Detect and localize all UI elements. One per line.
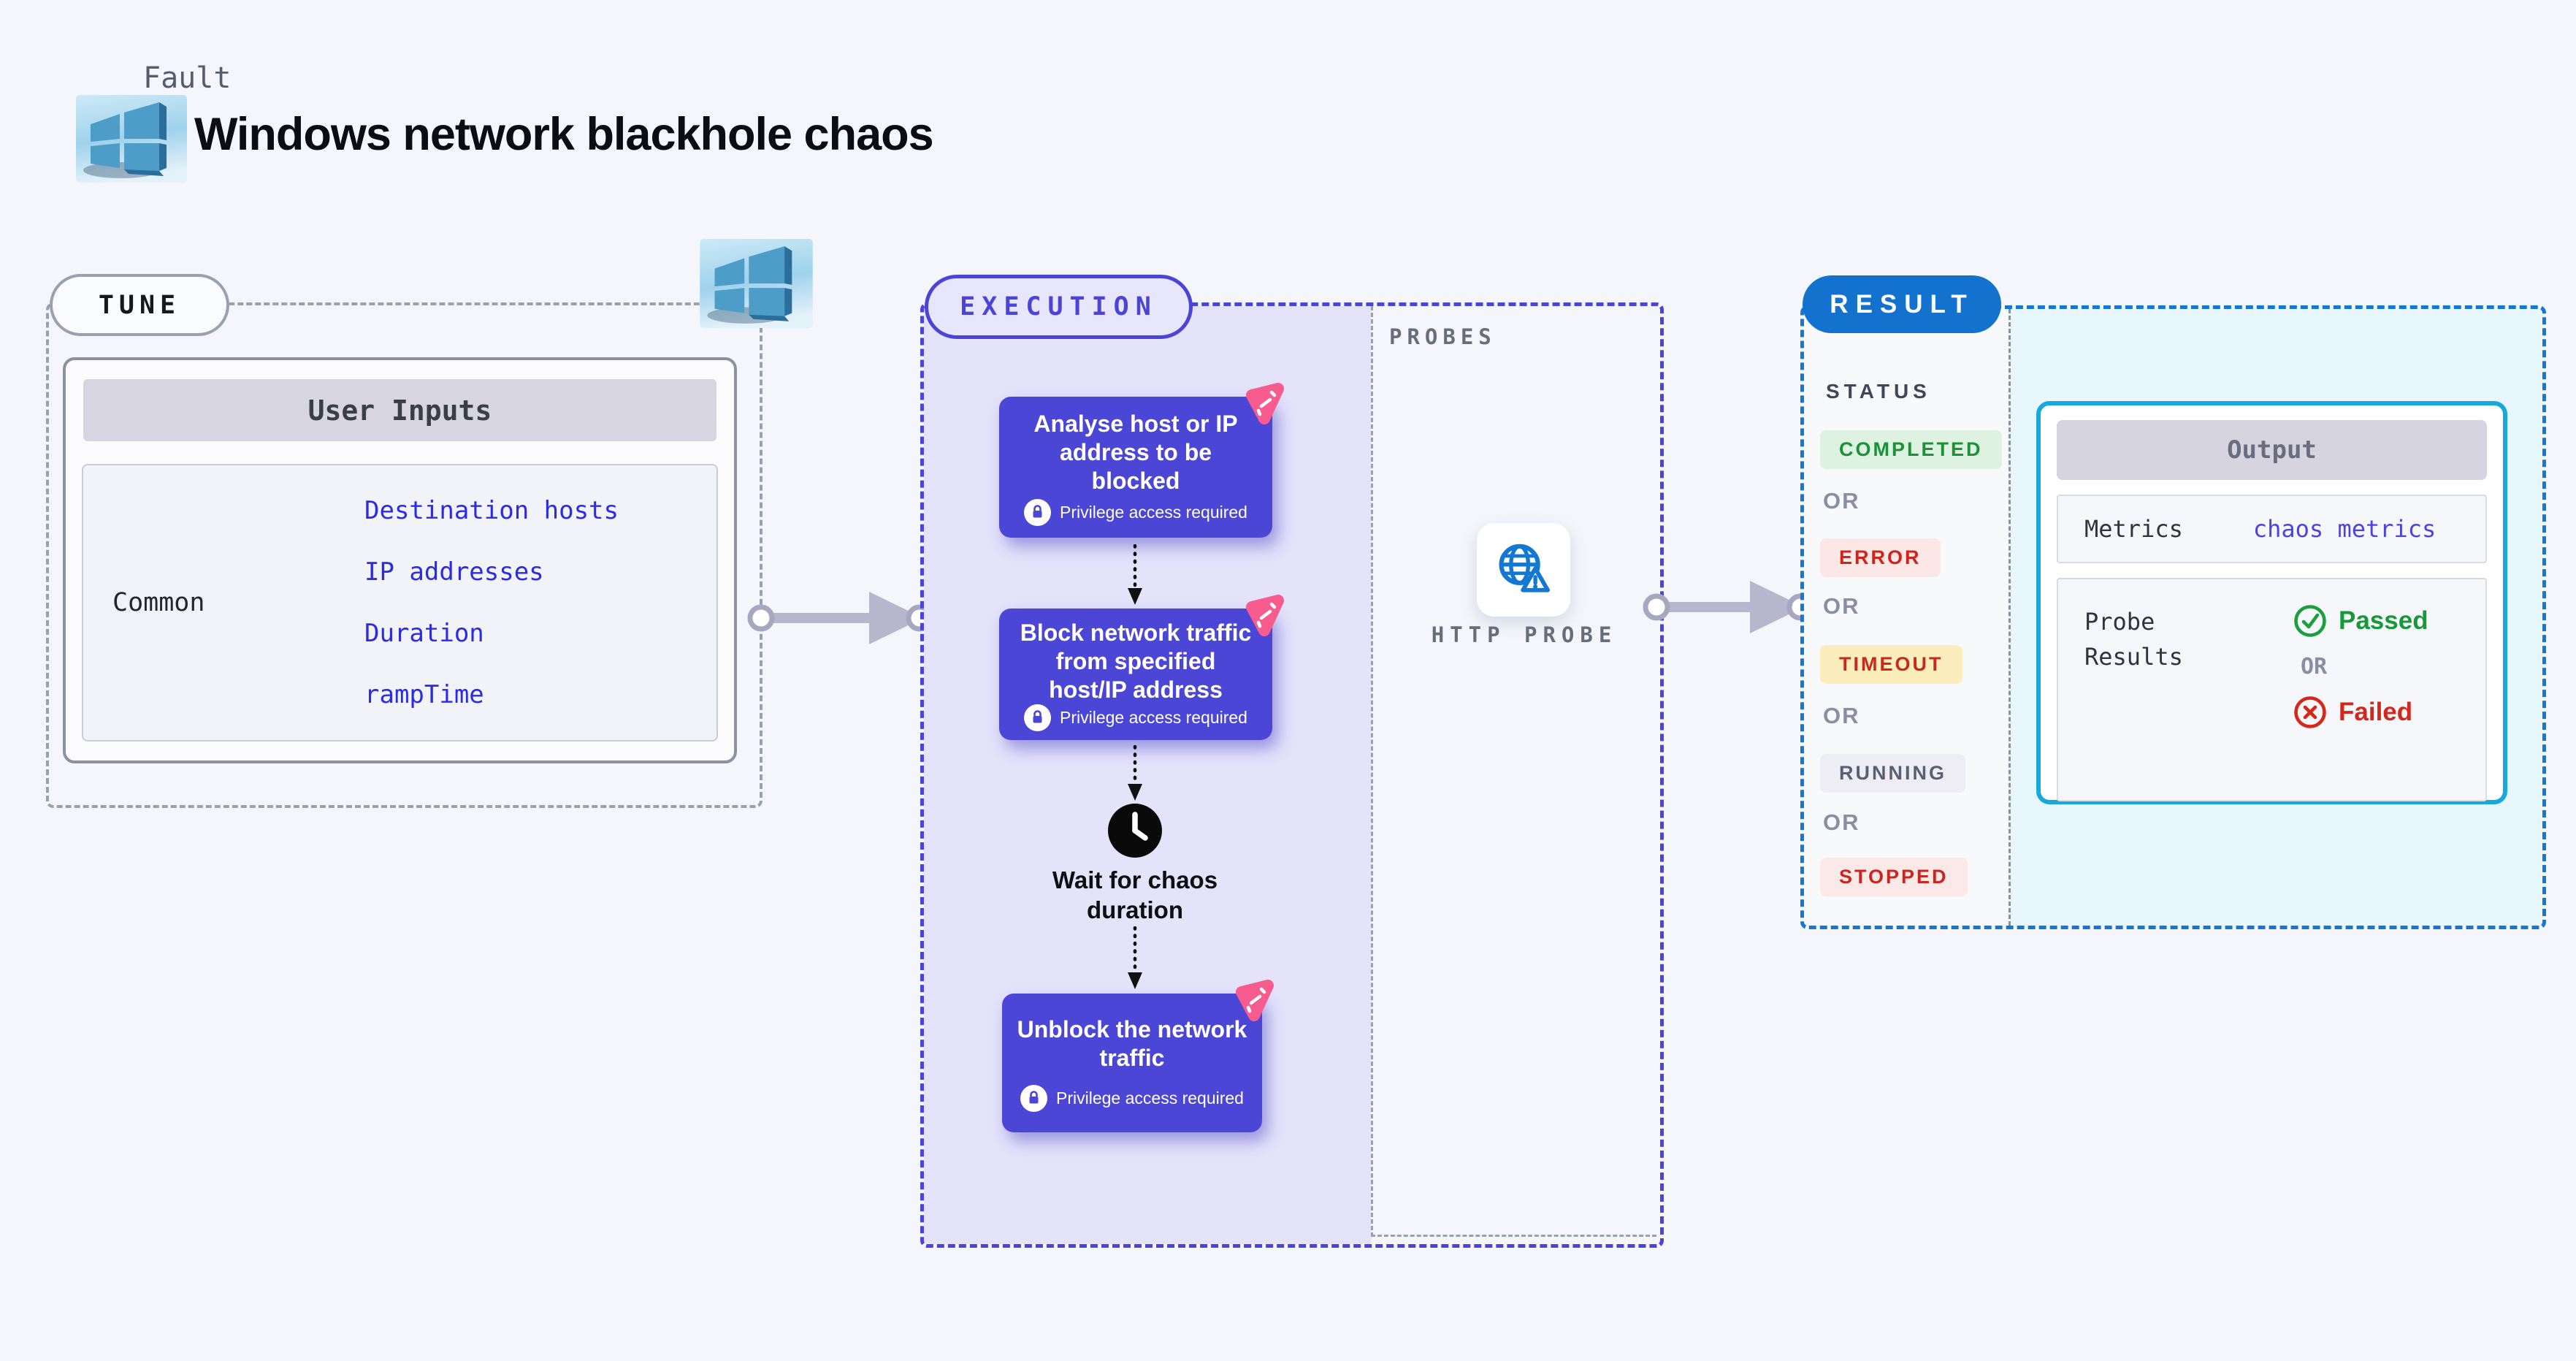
status-badge-timeout: TIMEOUT bbox=[1820, 645, 1962, 684]
litmus-pink-flag-icon bbox=[1240, 591, 1288, 639]
step-note-label: Privilege access required bbox=[1056, 1088, 1244, 1108]
step-analyse-host: Analyse host or IP address to be blocked… bbox=[999, 397, 1272, 538]
fault-kicker: Fault bbox=[143, 61, 232, 95]
input-row-label: Common bbox=[112, 588, 205, 617]
wait-step-label: Wait for chaos duration bbox=[1052, 866, 1218, 924]
probe-results-label: Probe Results bbox=[2084, 608, 2183, 671]
step-title: Block network traffic from specified hos… bbox=[1020, 619, 1252, 704]
output-title: Output bbox=[2057, 420, 2487, 480]
step-note: Privilege access required bbox=[1024, 704, 1247, 732]
input-link-duration[interactable]: Duration bbox=[364, 619, 484, 648]
status-title: STATUS bbox=[1826, 380, 1931, 403]
globe-warning-icon bbox=[1499, 544, 1551, 592]
or-separator: OR bbox=[1823, 809, 1860, 835]
flow-arrow-down bbox=[1128, 745, 1142, 801]
step-block-traffic: Block network traffic from specified hos… bbox=[999, 609, 1272, 740]
x-circle-icon bbox=[2294, 696, 2326, 728]
lock-icon bbox=[1024, 498, 1052, 526]
tune-pill: TUNE bbox=[50, 274, 229, 336]
input-link-destination-hosts[interactable]: Destination hosts bbox=[364, 496, 619, 525]
user-inputs-title: User Inputs bbox=[83, 379, 716, 441]
step-note-label: Privilege access required bbox=[1060, 502, 1247, 522]
result-pill: RESULT bbox=[1803, 275, 2001, 333]
user-inputs-card: User Inputs Common Destination hosts IP … bbox=[63, 357, 737, 763]
metrics-row: Metrics chaos metrics bbox=[2057, 495, 2487, 563]
check-circle-icon bbox=[2294, 605, 2326, 637]
http-probe-card bbox=[1477, 523, 1570, 617]
windows-logo-icon bbox=[700, 239, 813, 328]
failed-label: Failed bbox=[2339, 698, 2413, 726]
input-link-ramptime[interactable]: rampTime bbox=[364, 680, 484, 709]
http-probe-label: HTTP PROBE bbox=[1431, 622, 1618, 647]
probes-section bbox=[1371, 306, 1656, 1237]
output-card: Output Metrics chaos metrics Probe Resul… bbox=[2036, 401, 2507, 804]
probe-results-values: Passed OR Failed bbox=[2293, 604, 2428, 800]
status-badge-running: RUNNING bbox=[1820, 754, 1965, 793]
passed-label: Passed bbox=[2339, 606, 2428, 635]
or-separator: OR bbox=[1823, 703, 1860, 728]
execution-pill: EXECUTION bbox=[925, 275, 1193, 339]
failed-line: Failed bbox=[2293, 695, 2428, 729]
status-badge-error: ERROR bbox=[1820, 538, 1941, 577]
step-note-label: Privilege access required bbox=[1060, 708, 1247, 728]
or-separator: OR bbox=[1823, 488, 1860, 514]
input-links: Destination hosts IP addresses Duration … bbox=[364, 465, 716, 740]
litmus-pink-flag-icon bbox=[1240, 379, 1288, 427]
execution-to-result-arrow bbox=[1643, 581, 1813, 633]
flow-arrow-down bbox=[1128, 926, 1142, 989]
probes-title: PROBES bbox=[1389, 324, 1497, 349]
status-badge-stopped: STOPPED bbox=[1820, 858, 1968, 896]
lock-icon bbox=[1024, 704, 1052, 732]
tune-to-execution-arrow bbox=[747, 592, 933, 644]
step-note: Privilege access required bbox=[1020, 1084, 1244, 1112]
clock-icon bbox=[1108, 804, 1162, 858]
metrics-label: Metrics bbox=[2084, 515, 2183, 543]
lock-icon bbox=[1020, 1084, 1048, 1112]
status-badge-completed: COMPLETED bbox=[1820, 430, 2002, 469]
input-link-ip-addresses[interactable]: IP addresses bbox=[364, 557, 544, 587]
chaos-metrics-link[interactable]: chaos metrics bbox=[2252, 515, 2437, 543]
result-divider bbox=[2009, 309, 2011, 926]
or-separator: OR bbox=[1823, 593, 1860, 619]
step-title: Unblock the network traffic bbox=[1017, 1016, 1247, 1072]
flow-arrow-down bbox=[1128, 544, 1142, 605]
tune-section bbox=[46, 302, 763, 808]
page-title: Windows network blackhole chaos bbox=[194, 109, 934, 160]
litmus-pink-flag-icon bbox=[1230, 976, 1278, 1024]
user-inputs-table: Common Destination hosts IP addresses Du… bbox=[82, 464, 718, 742]
passed-line: Passed bbox=[2293, 604, 2428, 638]
windows-logo-icon bbox=[76, 95, 187, 183]
step-title: Analyse host or IP address to be blocked bbox=[1033, 411, 1238, 495]
or-separator: OR bbox=[2301, 654, 2328, 679]
probe-results-row: Probe Results Passed OR Faile bbox=[2057, 578, 2487, 801]
step-note: Privilege access required bbox=[1024, 498, 1247, 526]
step-unblock-traffic: Unblock the network traffic Privilege ac… bbox=[1002, 994, 1262, 1132]
